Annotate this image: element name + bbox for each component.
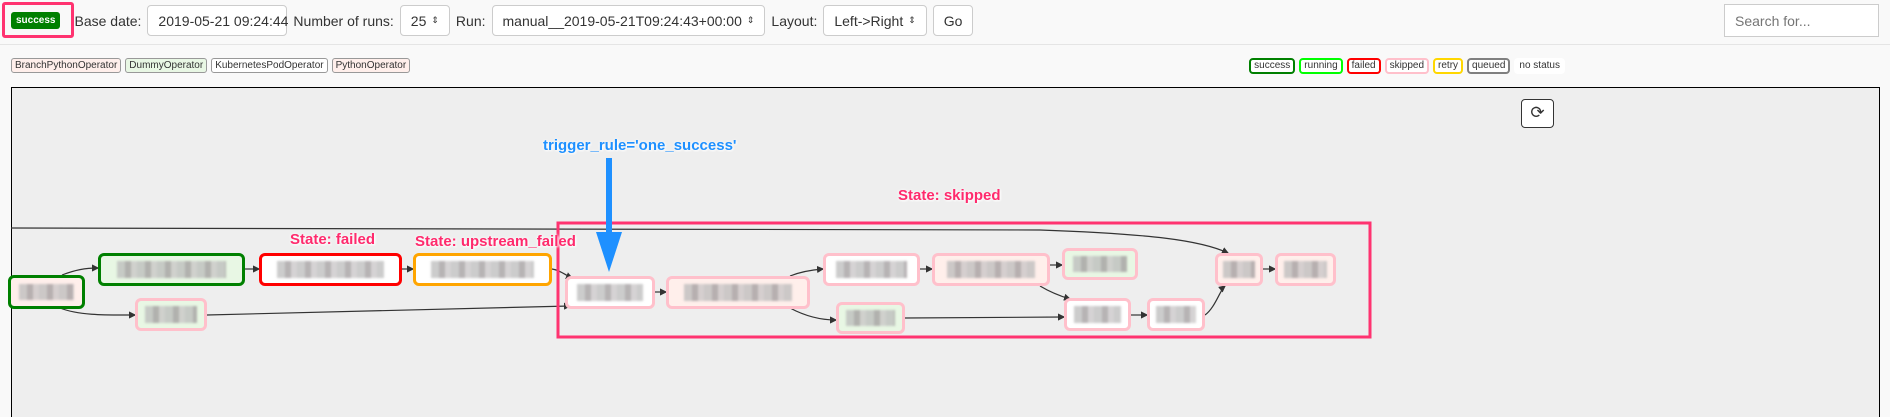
edge — [1204, 285, 1226, 316]
state-legend: success running failed skipped retry que… — [1249, 58, 1565, 74]
legend-state-retry: retry — [1433, 58, 1464, 74]
edge — [59, 307, 137, 319]
task-node[interactable] — [1147, 298, 1205, 331]
header-controls: success Base date: 2019-05-21 09:24:44 N… — [11, 4, 974, 37]
skipped-annotation: State: skipped — [898, 187, 1001, 204]
legend-state-failed: failed — [1346, 58, 1381, 74]
legend-state-running: running — [1299, 58, 1343, 74]
trigger-arrow-head — [596, 232, 622, 272]
edge — [10, 227, 1230, 254]
run-select[interactable]: manual__2019-05-21T09:24:43+00:00⇕ — [491, 5, 766, 36]
trigger-rule-annotation: trigger_rule='one_success' — [543, 137, 737, 154]
runs-select[interactable]: 25⇕ — [399, 5, 450, 36]
failed-annotation: State: failed — [290, 231, 376, 248]
legend-pythonoperator: PythonOperator — [331, 58, 411, 73]
runs-label: Number of runs: — [293, 12, 394, 29]
task-node[interactable] — [8, 275, 85, 309]
task-node[interactable] — [666, 276, 810, 309]
edge — [61, 264, 100, 276]
task-node[interactable] — [413, 253, 552, 286]
search-input[interactable] — [1724, 4, 1879, 37]
edge — [904, 313, 1066, 321]
legend-branchpythonoperator: BranchPythonOperator — [11, 58, 122, 73]
run-label: Run: — [455, 12, 486, 29]
legend-state-no-status: no status — [1514, 58, 1565, 74]
edge — [1039, 285, 1072, 301]
legend-dummyoperator: DummyOperator — [125, 58, 208, 73]
refresh-icon: ⟳ — [1530, 103, 1545, 122]
task-node[interactable] — [135, 298, 207, 331]
dag-graph[interactable] — [11, 87, 1880, 417]
dag-run-state-badge: success — [11, 12, 61, 29]
go-button[interactable]: Go — [932, 5, 974, 36]
select-arrows-icon: ⇕ — [431, 15, 439, 25]
task-node[interactable] — [259, 253, 402, 286]
upstream-failed-annotation: State: upstream_failed — [415, 233, 576, 250]
select-arrows-icon: ⇕ — [746, 15, 755, 25]
task-node[interactable] — [565, 276, 655, 309]
edge — [206, 302, 572, 316]
legend-state-success: success — [1249, 58, 1296, 74]
legend-kubernetespodoperator: KubernetesPodOperator — [211, 58, 328, 73]
operator-legend: BranchPythonOperator DummyOperator Kuber… — [11, 58, 411, 73]
skipped-highlight-box — [556, 221, 1372, 339]
state-highlight — [2, 2, 74, 38]
layout-label: Layout: — [771, 12, 818, 29]
legend-state-skipped: skipped — [1384, 58, 1430, 74]
select-arrows-icon: ⇕ — [908, 15, 916, 25]
base-date-input[interactable]: 2019-05-21 09:24:44 — [147, 5, 288, 36]
divider — [0, 44, 1890, 45]
task-node[interactable] — [1062, 248, 1138, 280]
task-node[interactable] — [1275, 253, 1336, 286]
task-node[interactable] — [836, 302, 905, 334]
layout-select[interactable]: Left->Right⇕ — [823, 5, 927, 36]
base-date-label: Base date: — [74, 12, 142, 29]
refresh-button[interactable]: ⟳ — [1521, 99, 1554, 128]
task-node[interactable] — [98, 253, 245, 286]
edge — [789, 307, 838, 324]
legend-state-queued: queued — [1467, 58, 1511, 74]
edge — [789, 265, 825, 277]
task-node[interactable] — [932, 253, 1050, 286]
task-node[interactable] — [1064, 298, 1131, 331]
task-node[interactable] — [1215, 253, 1263, 286]
task-node[interactable] — [823, 253, 920, 286]
